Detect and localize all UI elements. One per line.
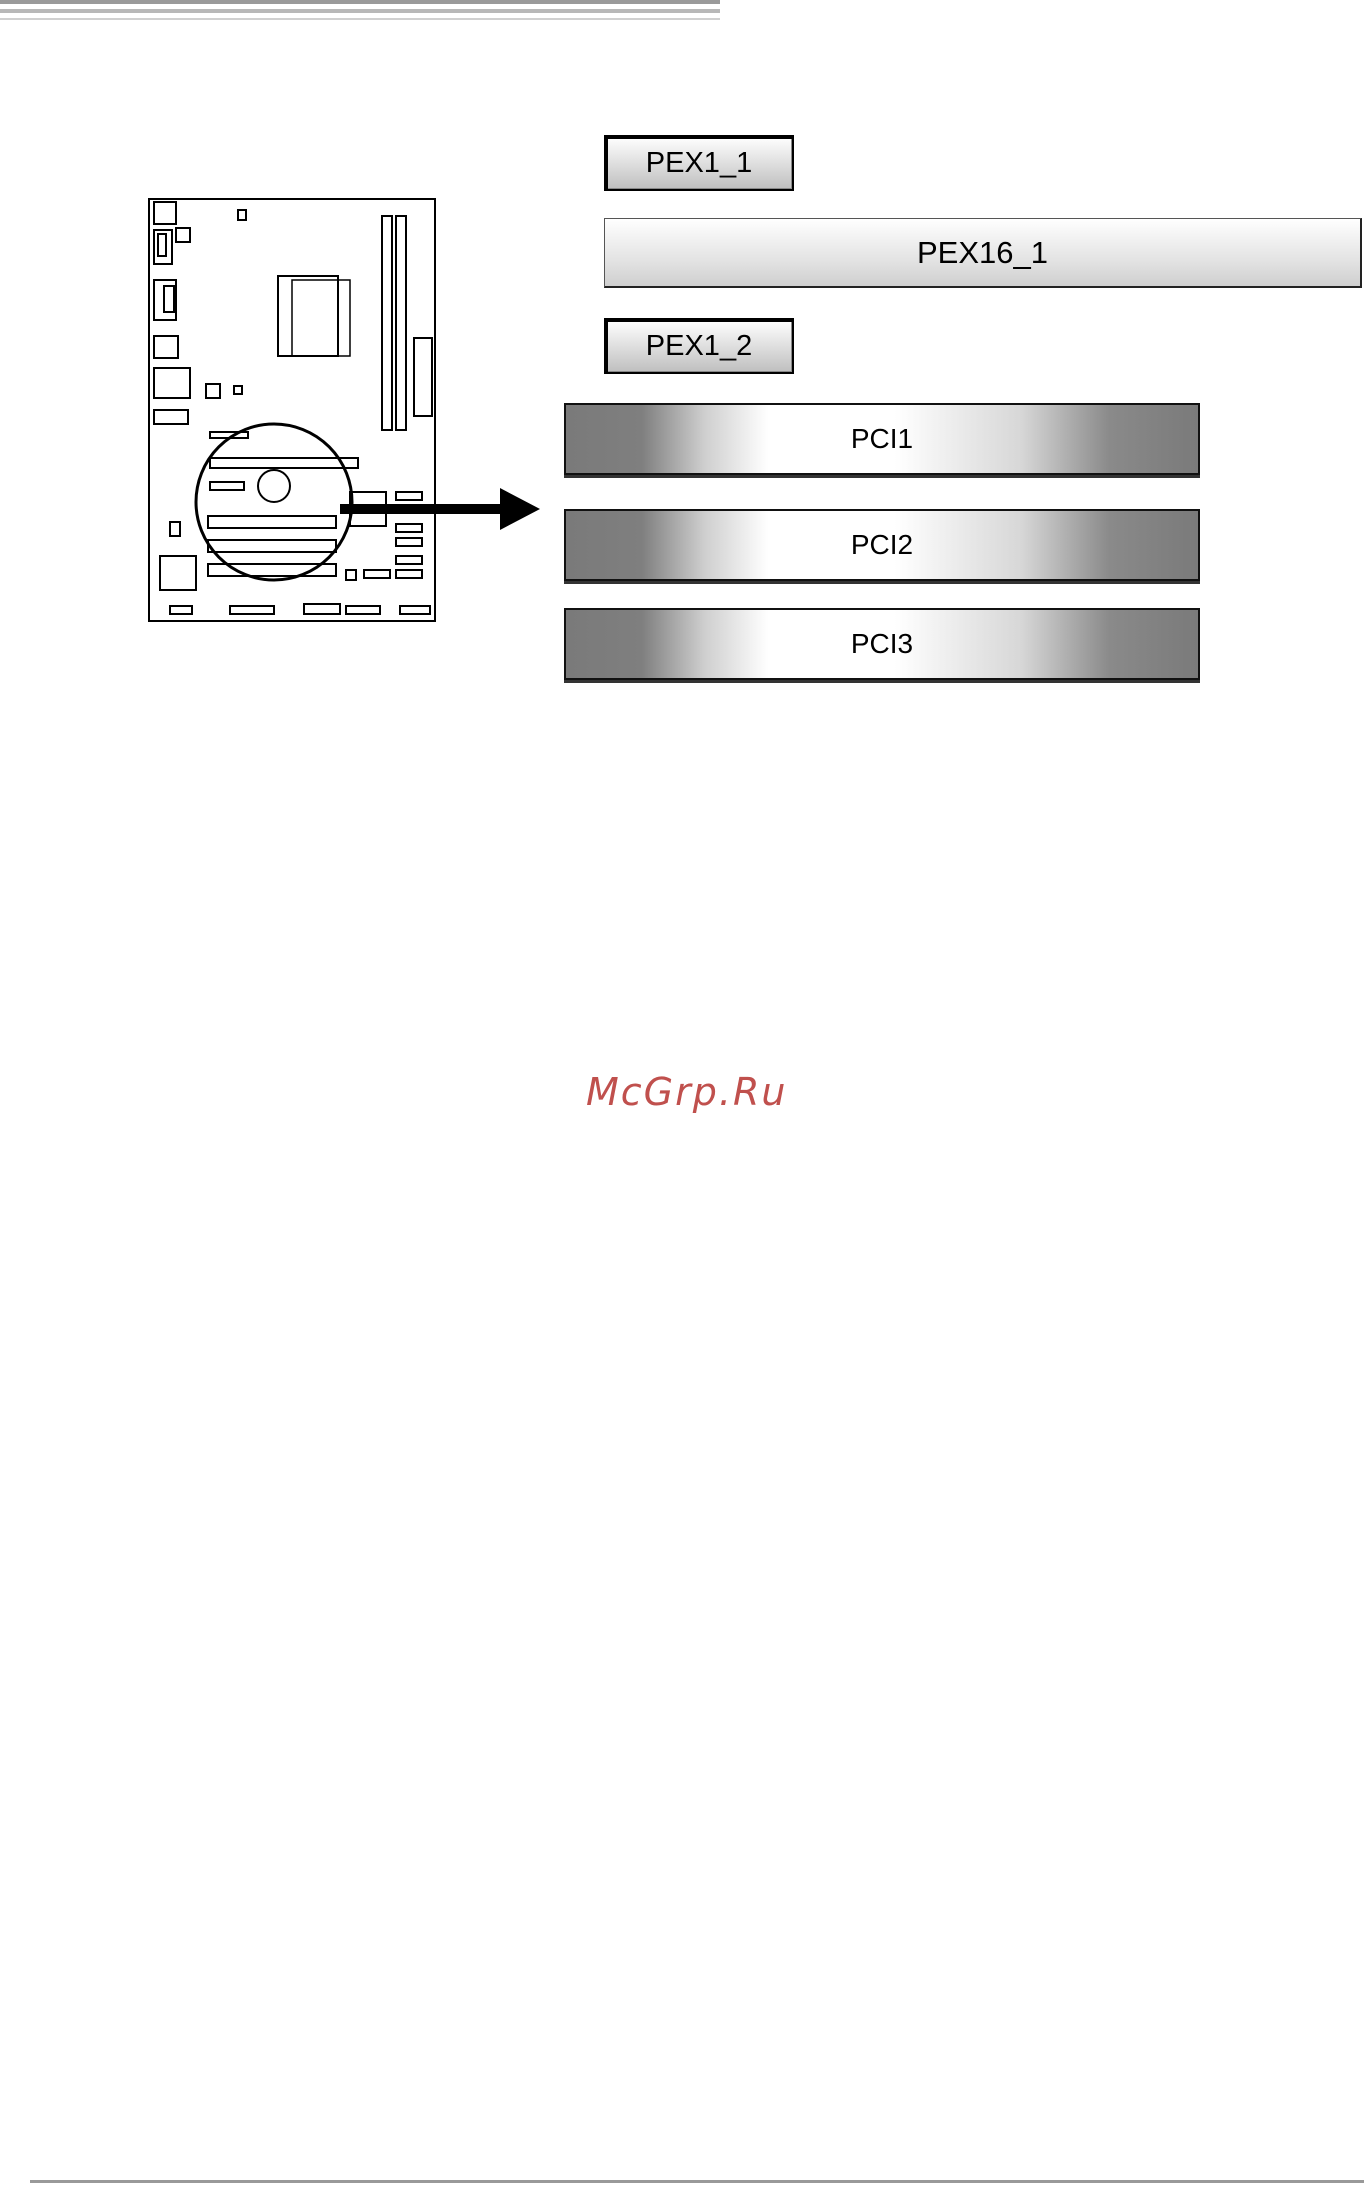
slot-label: PCI2 [851,529,913,561]
slot-pci2: PCI2 [564,509,1200,581]
footer-rule [30,2180,1364,2183]
header-rule [0,18,720,20]
motherboard-diagram [148,198,436,622]
slot-pex1-2: PEX1_2 [604,318,794,374]
pointer-arrow [340,480,546,540]
header-rule [0,9,720,13]
slot-label: PEX1_2 [646,330,752,363]
slot-pex1-1: PEX1_1 [604,135,794,191]
slot-label: PCI1 [851,423,913,455]
slot-label: PCI3 [851,628,913,660]
slot-label: PEX1_1 [646,147,752,180]
slot-pci1: PCI1 [564,403,1200,475]
slot-pci3: PCI3 [564,608,1200,680]
slot-pex16-1: PEX16_1 [604,218,1362,288]
motherboard-drawing [150,200,438,624]
header-rule [0,0,720,4]
watermark: McGrp.Ru [586,1070,787,1114]
slot-label: PEX16_1 [917,235,1048,271]
